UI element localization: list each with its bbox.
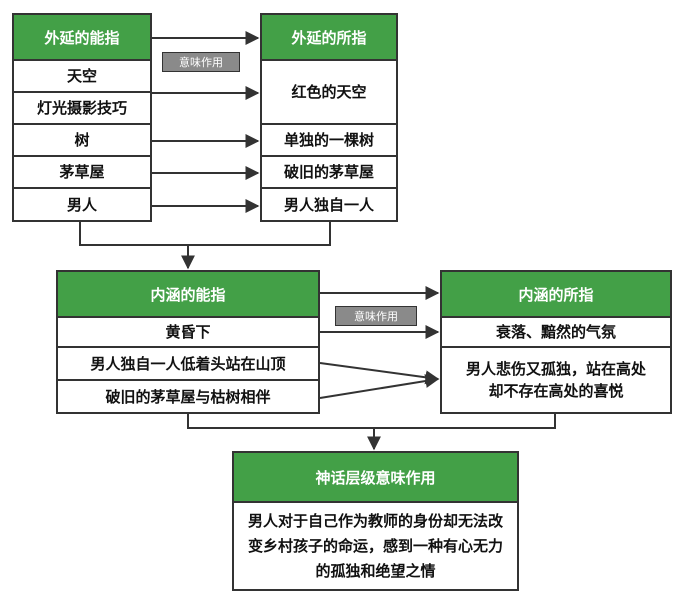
denotation-signified-header: 外延的所指 bbox=[260, 13, 398, 61]
connotation-signifier-item: 黄昏下 bbox=[56, 318, 320, 348]
myth-level-body: 男人对于自己作为教师的身份却无法改变乡村孩子的命运，感到一种有心无力的孤独和绝望… bbox=[232, 503, 519, 591]
denotation-signifier-item: 树 bbox=[12, 125, 152, 157]
connotation-signified-item: 男人悲伤又孤独，站在高处却不存在高处的喜悦 bbox=[440, 348, 672, 414]
denotation-signified-item: 男人独自一人 bbox=[260, 189, 398, 222]
connotation-signified-item: 衰落、黯然的气氛 bbox=[440, 318, 672, 348]
denotation-signifier-item: 男人 bbox=[12, 189, 152, 222]
connotation-signified-header: 内涵的所指 bbox=[440, 270, 672, 318]
denotation-signified-item: 单独的一棵树 bbox=[260, 125, 398, 157]
bracket-top bbox=[79, 222, 331, 246]
denotation-signified-item: 红色的天空 bbox=[260, 61, 398, 125]
denotation-signifier-header: 外延的能指 bbox=[12, 13, 152, 61]
denotation-signified-item: 破旧的茅草屋 bbox=[260, 157, 398, 189]
arrow-man-mid bbox=[319, 362, 440, 385]
myth-level-header: 神话层级意味作用 bbox=[232, 451, 519, 503]
denotation-signifier-item: 天空 bbox=[12, 61, 152, 93]
denotation-signifier-item: 茅草屋 bbox=[12, 157, 152, 189]
bracket-mid bbox=[187, 414, 556, 429]
denotation-signifier-item: 灯光摄影技巧 bbox=[12, 93, 152, 125]
connotation-signifier-header: 内涵的能指 bbox=[56, 270, 320, 318]
arrow-hut-mid bbox=[319, 374, 440, 399]
connotation-signifier-item: 破旧的茅草屋与枯树相伴 bbox=[56, 381, 320, 414]
signification-tag-middle: 意味作用 bbox=[335, 306, 417, 326]
signification-tag-top: 意味作用 bbox=[162, 52, 240, 72]
connotation-signifier-item: 男人独自一人低着头站在山顶 bbox=[56, 348, 320, 381]
